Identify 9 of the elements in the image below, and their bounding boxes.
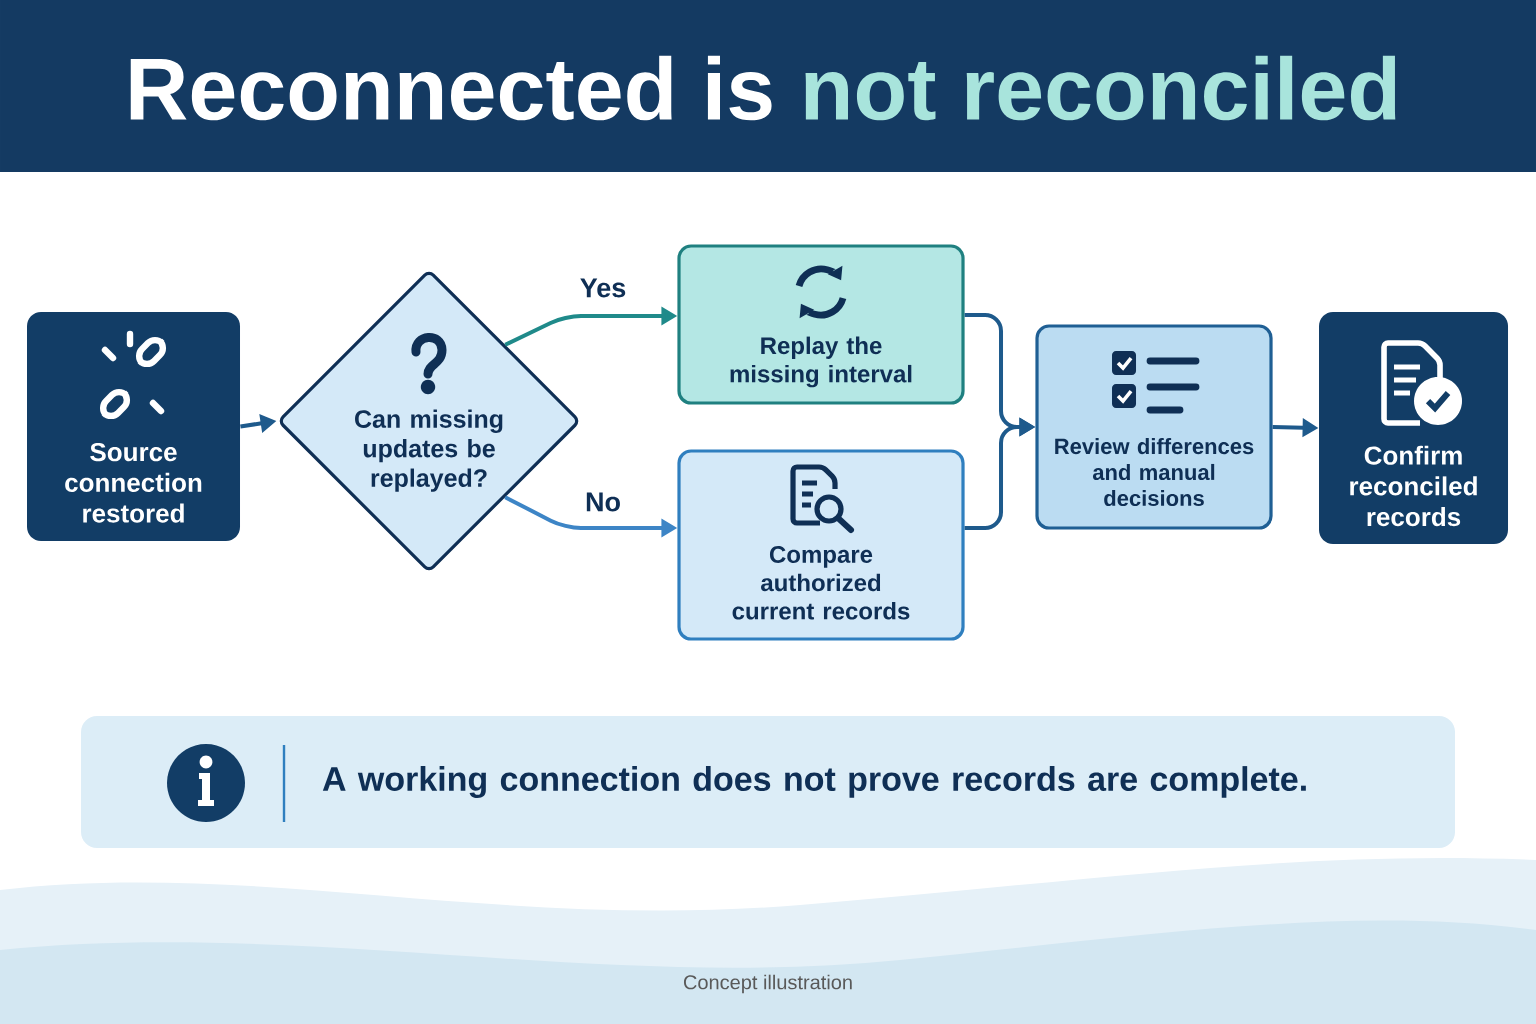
process-box: Compare authorized current records xyxy=(677,449,965,641)
step-box: Confirm reconciled records xyxy=(1319,312,1508,544)
edge-label: No xyxy=(582,489,624,515)
note-banner: A working connection does not prove records are complete. xyxy=(81,716,1455,848)
process-box: Replay the missing interval xyxy=(677,244,965,405)
process-box: Review differences and manual decisions xyxy=(1035,324,1273,530)
title: Reconnected is not reconciled xyxy=(130,55,1396,121)
caption: Concept illustration xyxy=(683,974,852,994)
step-box: Source connection restored xyxy=(27,312,240,541)
